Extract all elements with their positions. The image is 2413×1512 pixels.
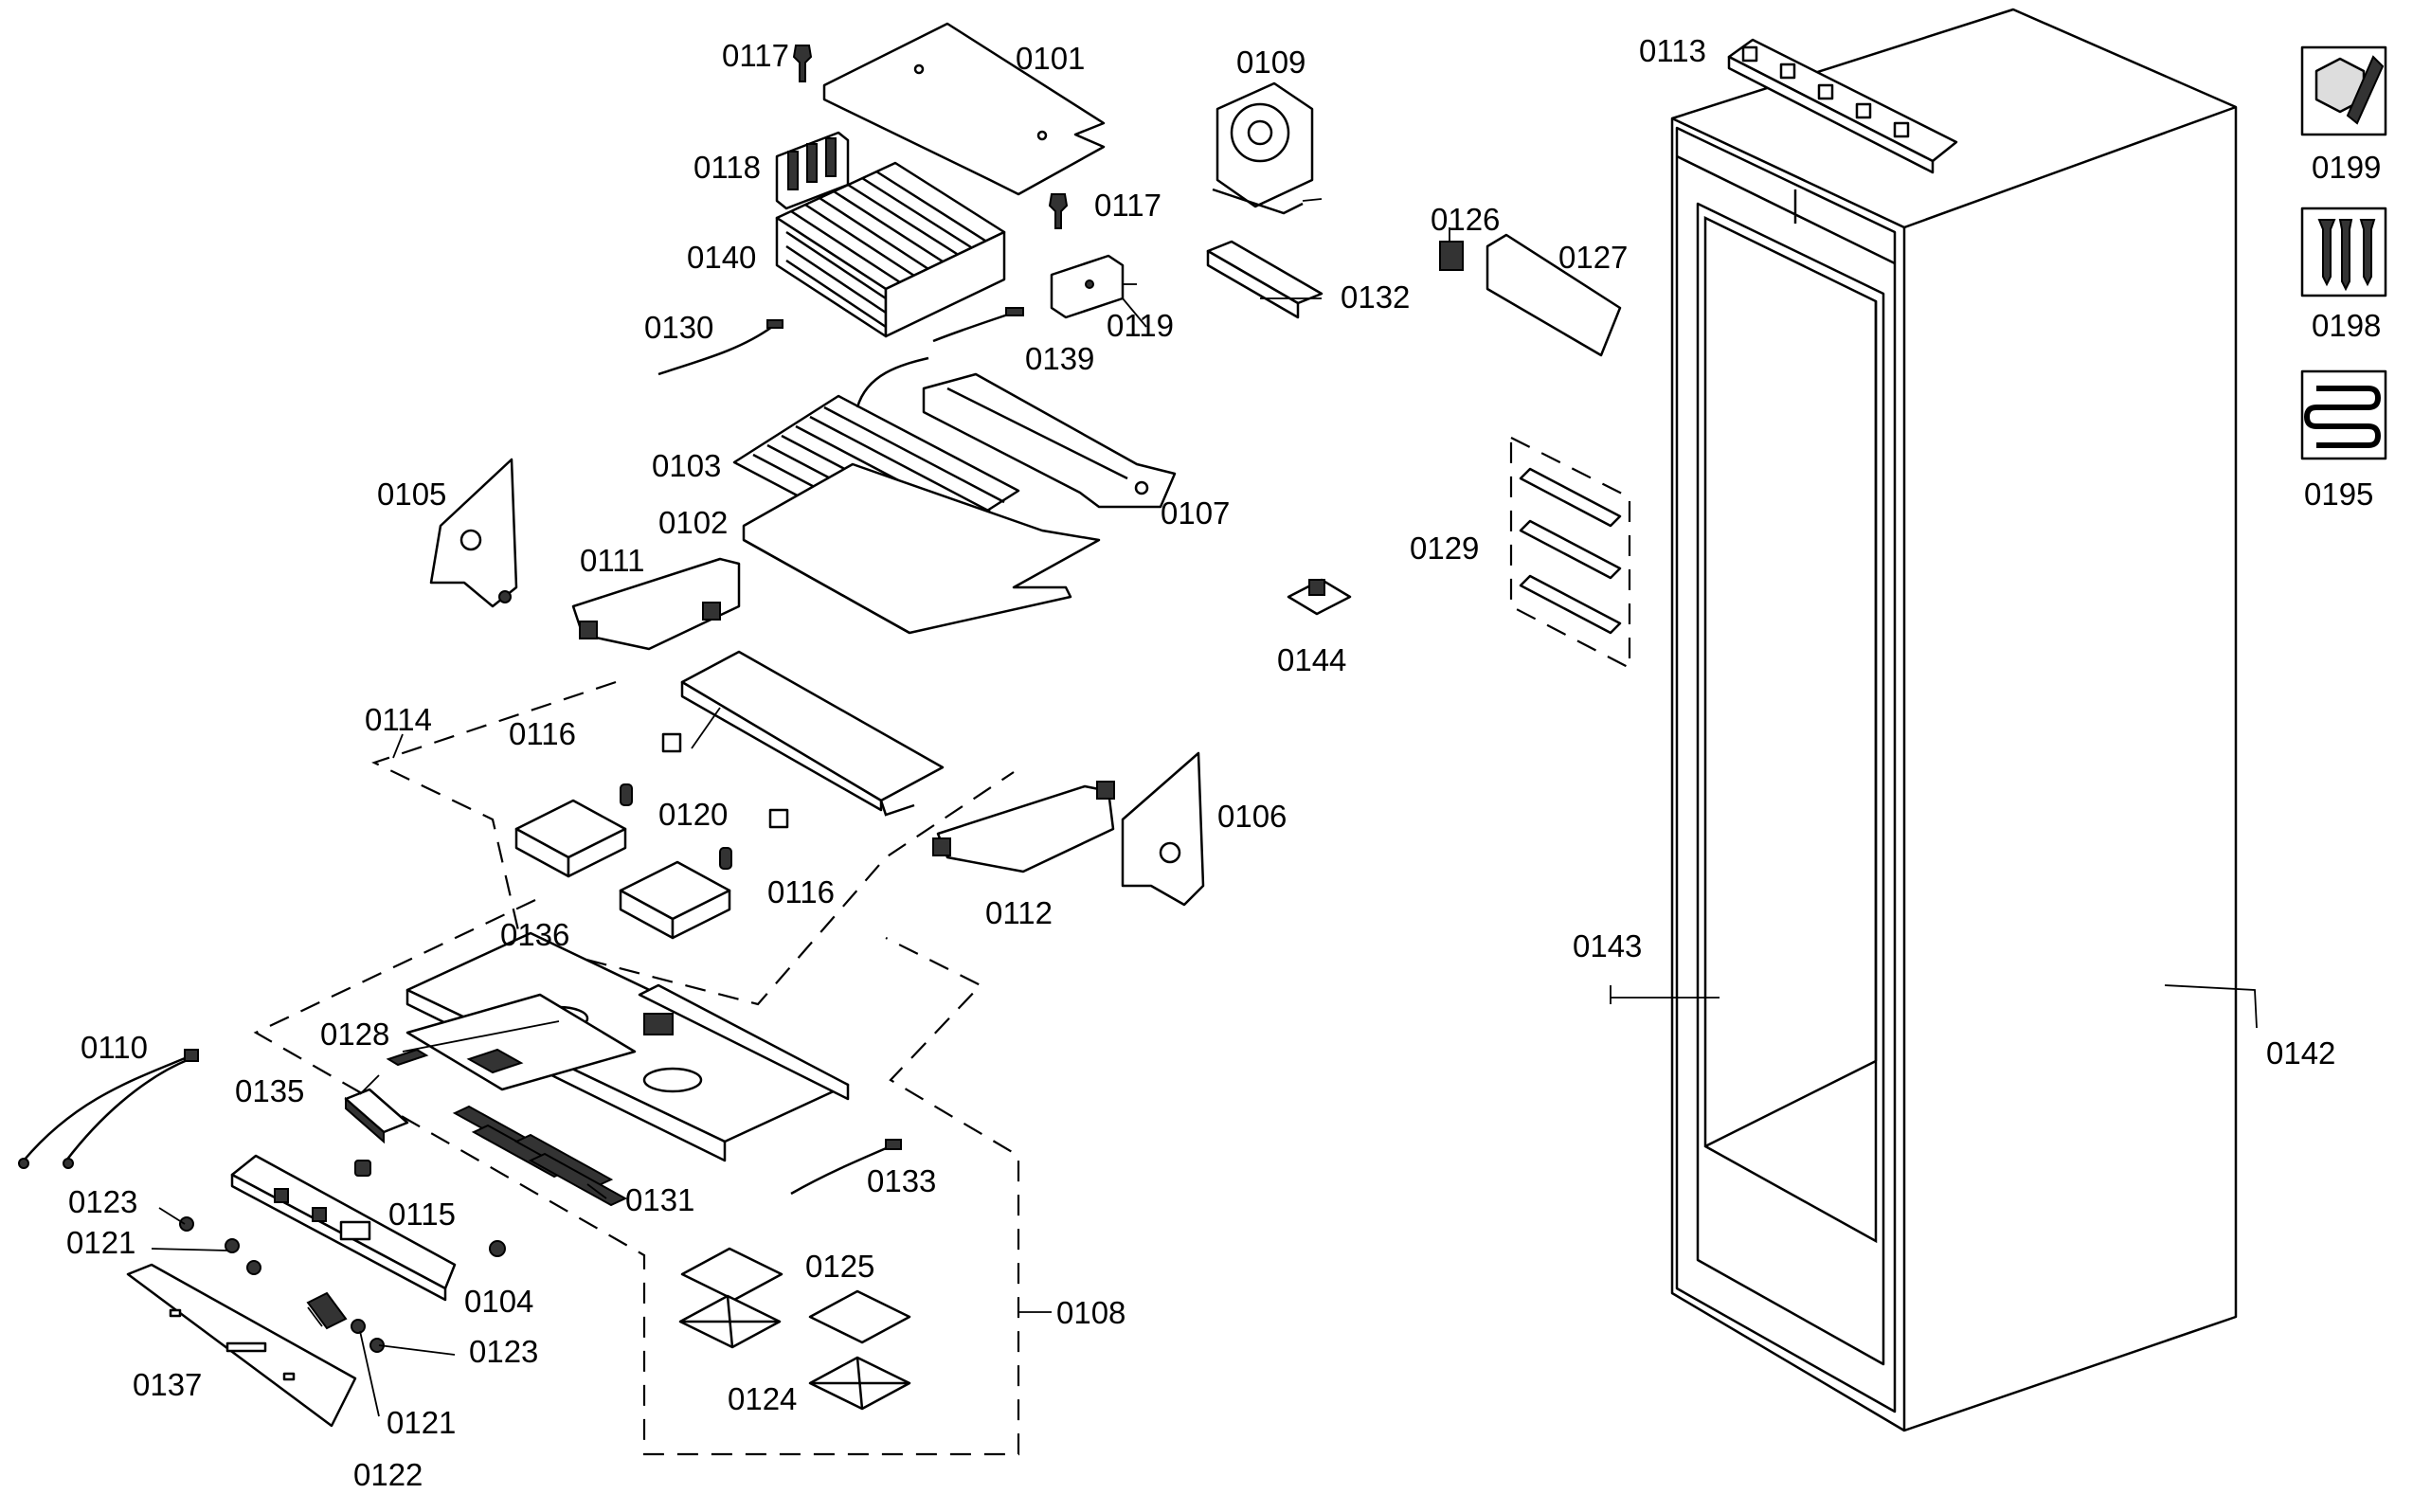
label-0144: 0144 (1277, 642, 1346, 677)
label-0101: 0101 (1016, 41, 1085, 76)
part-0117-clip-right[interactable] (1048, 193, 1069, 229)
part-0127-cover[interactable] (1486, 233, 1622, 357)
label-0133: 0133 (867, 1163, 936, 1198)
part-0124-seal[interactable] (678, 1294, 911, 1411)
label-0136: 0136 (500, 917, 569, 952)
part-0109-fan[interactable] (1212, 81, 1314, 215)
label-0116a: 0116 (509, 716, 576, 751)
part-0120-bulb-a[interactable] (620, 783, 633, 806)
part-0118-bracket[interactable] (775, 131, 850, 210)
label-0110: 0110 (81, 1030, 148, 1065)
label-0118: 0118 (693, 150, 761, 185)
part-0142-cabinet[interactable] (1670, 8, 2238, 1432)
lamp-cover-a[interactable] (514, 799, 627, 878)
label-0109: 0109 (1236, 45, 1306, 80)
label-0124: 0124 (728, 1381, 797, 1416)
part-0140-evaporator[interactable] (775, 161, 1006, 338)
part-0122-key[interactable] (306, 1291, 348, 1330)
label-0123a: 0123 (68, 1184, 137, 1219)
label-0142: 0142 (2266, 1035, 2335, 1071)
wrench-and-bolt-icon[interactable] (2300, 45, 2387, 136)
part-0112-bracket[interactable] (932, 781, 1115, 873)
part-0111-bracket[interactable] (571, 557, 741, 651)
label-0104: 0104 (464, 1284, 533, 1319)
label-0129: 0129 (1410, 531, 1479, 566)
label-0139: 0139 (1025, 341, 1094, 376)
label-0198: 0198 (2312, 308, 2381, 343)
lamp-cover-b[interactable] (619, 860, 731, 940)
part-0125-seal[interactable] (680, 1247, 911, 1344)
part-0121-button-a[interactable] (225, 1238, 261, 1275)
label-0121b: 0121 (387, 1405, 456, 1440)
part-0116-lamp-socket-b[interactable] (768, 808, 789, 829)
part-0129-vents[interactable] (1509, 437, 1631, 670)
label-0115: 0115 (388, 1197, 456, 1232)
part-0104-control-panel[interactable] (230, 1154, 506, 1302)
label-0135: 0135 (235, 1073, 304, 1108)
label-0128: 0128 (320, 1017, 389, 1052)
label-0114: 0114 (365, 702, 432, 737)
part-0113-top-rail[interactable] (1727, 38, 1958, 174)
part-0102-tray[interactable] (742, 462, 1101, 635)
label-0107: 0107 (1161, 495, 1230, 531)
label-0195: 0195 (2304, 477, 2373, 512)
part-0143-door-gasket[interactable] (1610, 985, 1720, 1004)
part-0137-front-fascia[interactable] (126, 1263, 357, 1428)
part-0101-cover-plate[interactable] (822, 22, 1106, 196)
part-0126-switch[interactable] (1439, 241, 1464, 271)
part-0144-clip[interactable] (1287, 578, 1352, 616)
part-0128-control-board[interactable] (386, 993, 637, 1091)
label-0121a: 0121 (66, 1225, 135, 1260)
label-0143: 0143 (1573, 928, 1642, 963)
part-0130-sensor[interactable] (657, 319, 783, 376)
label-0131: 0131 (625, 1182, 694, 1217)
label-0123b: 0123 (469, 1334, 538, 1369)
label-0132: 0132 (1341, 279, 1410, 315)
label-0105: 0105 (377, 477, 446, 512)
part-0117-clip-top[interactable] (792, 45, 813, 82)
label-0108: 0108 (1056, 1295, 1125, 1330)
part-0116-lamp-socket-a[interactable] (661, 732, 682, 753)
part-0139-sensor[interactable] (932, 307, 1024, 343)
coil-heater-icon[interactable] (2300, 369, 2387, 460)
label-0111: 0111 (580, 543, 645, 578)
part-0120-bulb-b[interactable] (719, 847, 732, 870)
label-0106: 0106 (1217, 799, 1287, 834)
label-0122: 0122 (353, 1457, 423, 1492)
label-0117b: 0117 (1094, 188, 1161, 223)
part-0107-drain-channel[interactable] (922, 372, 1177, 509)
label-0126: 0126 (1431, 202, 1500, 237)
label-0137: 0137 (133, 1367, 202, 1402)
label-0116b: 0116 (767, 874, 835, 909)
part-labels: 0117 0101 0109 0113 0199 0118 0117 0126 … (66, 33, 2381, 1492)
part-0115-knob[interactable] (354, 1160, 371, 1177)
leader-lines (151, 198, 1450, 1417)
part-0121-button-b[interactable] (351, 1319, 366, 1334)
label-0103: 0103 (652, 448, 721, 483)
label-0140: 0140 (687, 240, 756, 275)
label-0112: 0112 (985, 895, 1053, 930)
part-0132-handle[interactable] (1206, 240, 1324, 319)
label-0199: 0199 (2312, 150, 2381, 185)
part-0142-leader (2164, 984, 2258, 1029)
part-0131-strips[interactable] (452, 1105, 628, 1207)
label-0120: 0120 (658, 797, 728, 832)
label-0127: 0127 (1558, 240, 1628, 275)
part-0110-wiring-harness[interactable] (18, 1049, 199, 1169)
label-0125: 0125 (805, 1249, 874, 1284)
part-0135-connector[interactable] (344, 1088, 409, 1144)
part-0105-side-bracket[interactable] (429, 458, 518, 608)
part-0123-button-a[interactable] (179, 1216, 194, 1232)
label-0102: 0102 (658, 505, 728, 540)
part-0133-sensor-cable[interactable] (790, 1139, 902, 1196)
screws-icon[interactable] (2300, 207, 2387, 297)
label-0117a: 0117 (722, 38, 789, 73)
label-0130: 0130 (644, 310, 713, 345)
part-0106-side-bracket[interactable] (1121, 751, 1205, 907)
label-0119: 0119 (1107, 308, 1174, 343)
label-0113: 0113 (1639, 33, 1706, 68)
